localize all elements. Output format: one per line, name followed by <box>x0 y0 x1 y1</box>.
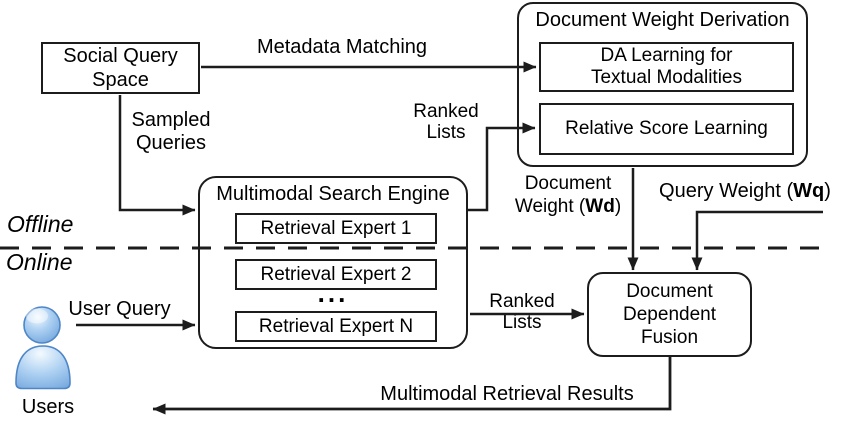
users-person-icon <box>15 306 71 390</box>
retrieval-expert-n-box: Retrieval Expert N <box>235 311 437 342</box>
document-weight-line1: Document <box>524 173 612 194</box>
offline-region-label: Offline <box>7 211 74 237</box>
da-learning-label: DA Learning for Textual Modalities <box>590 45 743 88</box>
sampled-queries-label: Sampled Queries <box>131 109 211 154</box>
retrieval-expert-2-label: Retrieval Expert 2 <box>260 263 412 285</box>
da-learning-box: DA Learning for Textual Modalities <box>539 42 794 92</box>
query-weight-symbol: Wq <box>793 180 825 202</box>
document-weight-line2-suf: ) <box>614 196 622 217</box>
users-label: Users <box>21 396 75 418</box>
retrieval-expert-1-label: Retrieval Expert 1 <box>260 217 412 239</box>
retrieval-expert-n-label: Retrieval Expert N <box>258 315 414 337</box>
document-weight-symbol: Wd <box>585 196 615 217</box>
retrieval-expert-1-box: Retrieval Expert 1 <box>235 213 437 244</box>
retrieval-expert-2-box: Retrieval Expert 2 <box>235 259 437 290</box>
multimodal-search-engine-box: Multimodal Search Engine Retrieval Exper… <box>198 176 468 349</box>
person-head <box>23 306 61 344</box>
experts-ellipsis: ... <box>317 278 349 308</box>
person-head-gloss <box>26 308 48 324</box>
ranked-lists-bottom-label: Ranked Lists <box>489 291 555 333</box>
online-region-label: Online <box>6 249 73 275</box>
person-body <box>15 345 71 390</box>
query-weight-pre: Query Weight ( <box>659 180 794 202</box>
user-query-label: User Query <box>68 298 171 320</box>
relative-score-learning-box: Relative Score Learning <box>539 103 794 155</box>
document-weight-derivation-box: Document Weight Derivation DA Learning f… <box>517 2 808 167</box>
ranked-lists-top-label: Ranked Lists <box>413 101 479 143</box>
metadata-matching-label: Metadata Matching <box>256 36 428 58</box>
document-weight-derivation-title: Document Weight Derivation <box>535 9 790 31</box>
social-query-space-box: Social Query Space <box>41 42 200 94</box>
multimodal-retrieval-results-label: Multimodal Retrieval Results <box>380 383 634 405</box>
query-weight-arrow <box>691 210 823 271</box>
document-weight-line2-pre: Weight ( <box>514 196 586 217</box>
query-weight-label: Query Weight (Wq) <box>648 180 842 203</box>
document-dependent-fusion-title: Document Dependent Fusion <box>623 281 716 348</box>
document-dependent-fusion-box: Document Dependent Fusion <box>587 272 752 357</box>
query-weight-suf: ) <box>824 180 831 202</box>
relative-score-learning-label: Relative Score Learning <box>565 118 768 139</box>
multimodal-search-engine-title: Multimodal Search Engine <box>216 183 450 205</box>
social-query-space-title: Social Query Space <box>63 45 178 91</box>
document-weight-label: Document Weight (Wd) <box>500 172 636 218</box>
